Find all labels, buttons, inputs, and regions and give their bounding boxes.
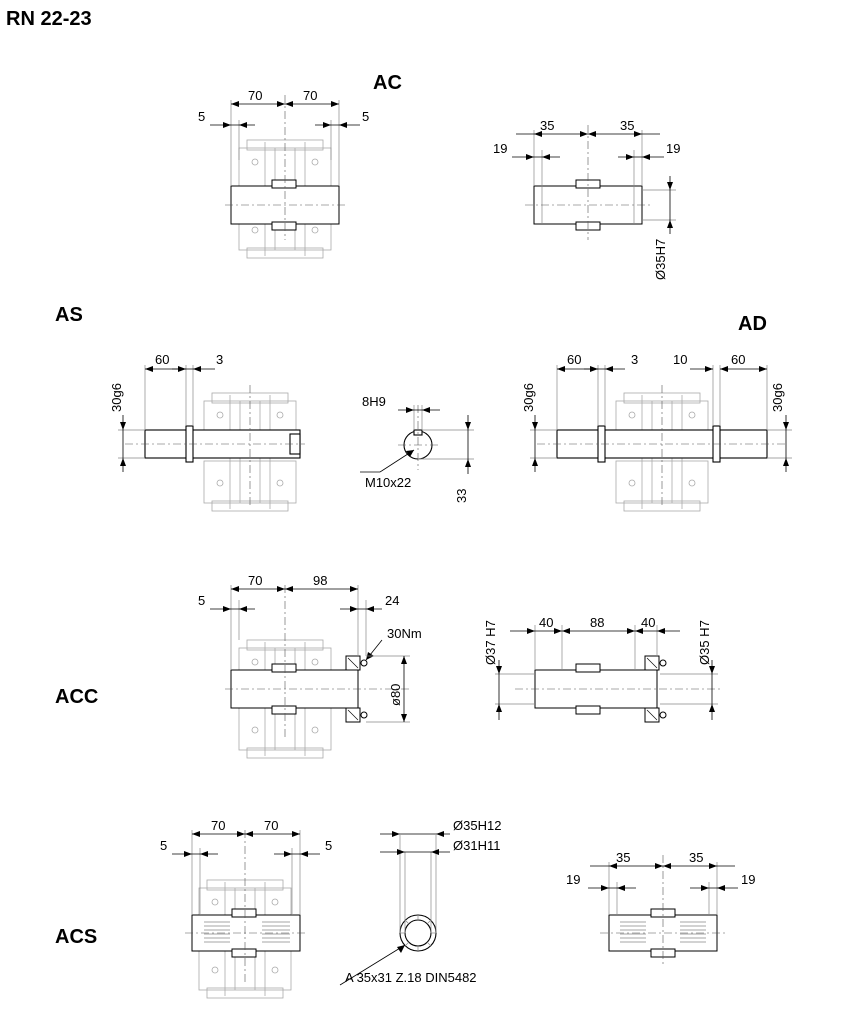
- ac-side-dim-right-outer: 19: [666, 141, 680, 156]
- acs-spline-detail: Ø35H12 Ø31H11 A 35x31 Z.18 DIN5482: [339, 818, 501, 986]
- acc-side-dim-mid: 88: [590, 615, 604, 630]
- acs-side-dim-left-outer: 19: [566, 872, 580, 887]
- section-label-ac: AC: [373, 72, 402, 94]
- acs-dim-left-outer: 5: [160, 838, 167, 853]
- as-dim-len: 60: [155, 352, 169, 367]
- acc-side-dim-left-bore: Ø37 H7: [483, 620, 498, 665]
- ac-dim-right-outer: 5: [362, 109, 369, 124]
- as-key-detail: 8H9 33 M10x22: [360, 394, 474, 503]
- as-key-thread: M10x22: [365, 475, 411, 490]
- as-key-dim-key: 8H9: [362, 394, 386, 409]
- acs-side-dim-left-mid: 35: [616, 850, 630, 865]
- as-view: 60 3 30g6: [109, 352, 305, 512]
- ad-dim-right-len: 60: [731, 352, 745, 367]
- acs-dim-right-outer: 5: [325, 838, 332, 853]
- ac-side-dim-left-mid: 35: [540, 118, 554, 133]
- acs-side-dim-right-outer: 19: [741, 872, 755, 887]
- acs-dim-right-mid: 70: [264, 818, 278, 833]
- ad-dim-left-len: 60: [567, 352, 581, 367]
- ac-side-view: 35 35 19 19 Ø35H7: [493, 118, 680, 280]
- as-dim-gap: 3: [216, 352, 223, 367]
- acs-side-view: 35 35 19 19: [566, 850, 755, 965]
- acc-dim-left-mid: 70: [248, 573, 262, 588]
- acs-side-dim-right-mid: 35: [689, 850, 703, 865]
- acc-flange: ø80: [388, 684, 403, 706]
- ad-dim-left-gap: 3: [631, 352, 638, 367]
- acs-spline-spec: A 35x31 Z.18 DIN5482: [345, 970, 477, 985]
- acs-view: 70 70 5 5: [160, 818, 332, 999]
- acc-side-dim-right-bore: Ø35 H7: [697, 620, 712, 665]
- acs-dim-left-mid: 70: [211, 818, 225, 833]
- ac-dim-right-mid: 70: [303, 88, 317, 103]
- section-label-ad: AD: [738, 313, 767, 335]
- acc-view: 70 98 5 24 30Nm ø80: [198, 573, 422, 759]
- acc-torque: 30Nm: [387, 626, 422, 641]
- acs-spline-inner: Ø31H11: [453, 838, 500, 853]
- section-label-acs: ACS: [55, 926, 98, 948]
- ac-side-dim-left-outer: 19: [493, 141, 507, 156]
- page-title: RN 22-23: [6, 8, 92, 30]
- acc-side-dim-left: 40: [539, 615, 553, 630]
- ad-view: 60 3 10 60 30g6 30g6: [521, 352, 792, 512]
- ac-side-dim-bore: Ø35H7: [653, 239, 668, 280]
- acc-dim-right-mid: 98: [313, 573, 327, 588]
- ac-dim-left-mid: 70: [248, 88, 262, 103]
- ad-dim-right-gap: 10: [673, 352, 687, 367]
- acc-dim-right-outer: 24: [385, 593, 399, 608]
- ac-dim-left-outer: 5: [198, 109, 205, 124]
- acc-side-dim-right: 40: [641, 615, 655, 630]
- as-key-dim-height: 33: [454, 489, 469, 503]
- acc-dim-left-outer: 5: [198, 593, 205, 608]
- section-label-as: AS: [55, 304, 83, 326]
- ad-dim-left-dia: 30g6: [521, 383, 536, 412]
- as-dim-dia: 30g6: [109, 383, 124, 412]
- section-label-acc: ACC: [55, 686, 99, 708]
- acs-spline-outer: Ø35H12: [453, 818, 501, 833]
- acc-side-view: 40 88 40 Ø37 H7 Ø35 H7: [483, 615, 720, 723]
- ac-side-dim-right-mid: 35: [620, 118, 634, 133]
- ac-view: 70 70 5 5: [198, 88, 369, 259]
- ad-dim-right-dia: 30g6: [770, 383, 785, 412]
